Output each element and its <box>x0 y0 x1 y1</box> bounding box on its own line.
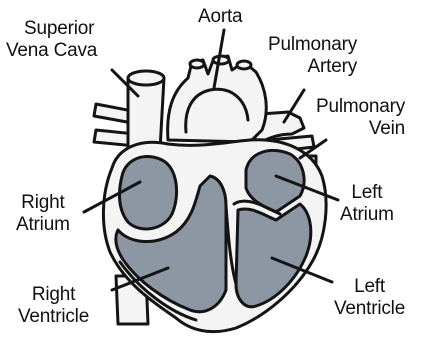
label-aorta-line1: Aorta <box>198 6 242 28</box>
label-right-atrium-line2: Atrium <box>16 214 70 236</box>
label-right-ventricle-line2: Ventricle <box>18 306 89 328</box>
label-superior-vena-cava-line2: Vena Cava <box>6 40 97 62</box>
label-pulmonary-artery-line1: Pulmonary <box>268 34 357 56</box>
superior-vena-cava <box>128 78 164 150</box>
label-right-ventricle-line1: Right <box>18 284 89 306</box>
label-superior-vena-cava: Superior Vena Cava <box>6 18 97 62</box>
superior-vena-cava-opening <box>128 71 164 85</box>
label-pulmonary-vein: Pulmonary Vein <box>316 96 405 140</box>
label-left-ventricle: Left Ventricle <box>334 276 405 320</box>
label-left-atrium-line2: Atrium <box>340 204 394 226</box>
label-right-ventricle: Right Ventricle <box>18 284 89 328</box>
label-pulmonary-artery-line2: Artery <box>268 56 357 78</box>
aorta-branch-2 <box>213 56 229 64</box>
label-aorta: Aorta <box>198 6 242 28</box>
label-superior-vena-cava-line1: Superior <box>6 18 97 40</box>
label-left-ventricle-line2: Ventricle <box>334 298 405 320</box>
label-pulmonary-vein-line1: Pulmonary <box>316 96 405 118</box>
label-left-atrium: Left Atrium <box>340 182 394 226</box>
label-pulmonary-artery: Pulmonary Artery <box>268 34 357 78</box>
aorta-branch-3 <box>237 61 251 69</box>
label-pulmonary-vein-line2: Vein <box>316 118 405 140</box>
aorta-branch-1 <box>190 60 204 68</box>
left-ventricle-chamber <box>236 204 311 307</box>
label-right-atrium-line1: Right <box>16 192 70 214</box>
label-right-atrium: Right Atrium <box>16 192 70 236</box>
label-left-ventricle-line1: Left <box>334 276 405 298</box>
right-atrium-chamber <box>120 157 177 229</box>
label-left-atrium-line1: Left <box>340 182 394 204</box>
